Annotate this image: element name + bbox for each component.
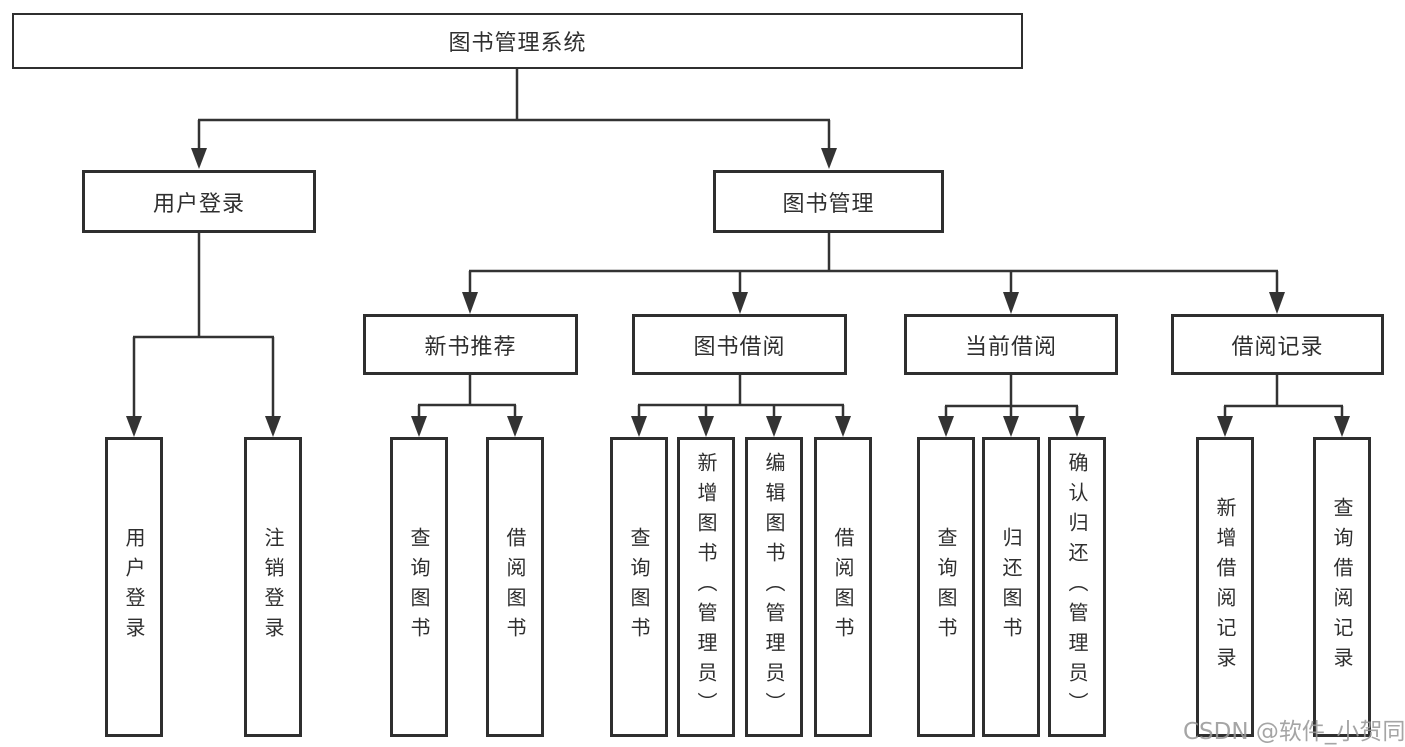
node-new-book-rec-label: 新书推荐 [424, 334, 517, 360]
leaf-bb-query-books-label: 查询图书 [627, 527, 651, 647]
leaf-logout-label: 注销登录 [261, 527, 285, 647]
connector-root-to-level2 [191, 68, 837, 169]
watermark: CSDN @软件_小贺同学 [1183, 719, 1405, 745]
leaf-cb-return-books-label: 归还图书 [999, 527, 1023, 647]
leaf-bb-add-books-admin-label: 新增图书（管理员） [694, 452, 718, 722]
leaf-bb-query-books: 查询图书 [610, 437, 668, 737]
node-book-mgmt: 图书管理 [713, 170, 944, 233]
arrowhead-down [265, 416, 281, 437]
arrowhead-down [631, 416, 647, 437]
leaf-bb-borrow-books: 借阅图书 [814, 437, 872, 737]
leaf-logout: 注销登录 [244, 437, 302, 737]
leaf-br-query-record-label: 查询借阅记录 [1330, 497, 1354, 677]
leaf-cb-confirm-return-admin-label: 确认归还（管理员） [1065, 452, 1089, 722]
leaf-br-add-record: 新增借阅记录 [1196, 437, 1254, 737]
node-root: 图书管理系统 [12, 13, 1023, 69]
arrowhead-down [938, 416, 954, 437]
arrowhead-down [698, 416, 714, 437]
arrowhead-down [835, 416, 851, 437]
node-book-borrow: 图书借阅 [632, 314, 847, 375]
connector-book-mgmt-to-level3 [462, 232, 1285, 314]
arrowhead-down [766, 416, 782, 437]
arrowhead-down [411, 416, 427, 437]
node-user-login: 用户登录 [82, 170, 316, 233]
leaf-bb-borrow-books-label: 借阅图书 [831, 527, 855, 647]
leaf-bb-add-books-admin: 新增图书（管理员） [677, 437, 735, 737]
arrowhead-down [1003, 416, 1019, 437]
arrowhead-down [1003, 292, 1019, 314]
leaf-user-login-label: 用户登录 [122, 527, 146, 647]
leaf-nbr-query-books-label: 查询图书 [407, 527, 431, 647]
node-user-login-label: 用户登录 [152, 191, 245, 217]
leaf-nbr-borrow-books-label: 借阅图书 [503, 527, 527, 647]
connector-user-login-to-leaves [126, 232, 281, 437]
leaf-bb-edit-books-admin-label: 编辑图书（管理员） [762, 452, 786, 722]
leaf-br-query-record: 查询借阅记录 [1313, 437, 1371, 737]
leaf-nbr-borrow-books: 借阅图书 [486, 437, 544, 737]
arrowhead-down [191, 148, 207, 169]
node-new-book-rec: 新书推荐 [363, 314, 578, 375]
arrowhead-down [126, 416, 142, 437]
leaf-nbr-query-books: 查询图书 [390, 437, 448, 737]
arrowhead-down [1069, 416, 1085, 437]
leaf-br-add-record-label: 新增借阅记录 [1213, 497, 1237, 677]
leaf-cb-query-books-label: 查询图书 [934, 527, 958, 647]
arrowhead-down [462, 292, 478, 314]
arrowhead-down [1217, 416, 1233, 437]
arrowhead-down [1269, 292, 1285, 314]
leaf-user-login: 用户登录 [105, 437, 163, 737]
connector-book-borrow-to-leaves [631, 375, 851, 437]
node-book-borrow-label: 图书借阅 [693, 334, 786, 360]
node-current-borrow: 当前借阅 [904, 314, 1118, 375]
arrowhead-down [821, 148, 837, 169]
node-current-borrow-label: 当前借阅 [964, 334, 1057, 360]
node-root-label: 图书管理系统 [448, 31, 587, 56]
connector-borrow-records-to-leaves [1217, 375, 1350, 437]
connector-new-book-rec-to-leaves [411, 375, 523, 437]
node-borrow-records: 借阅记录 [1171, 314, 1384, 375]
arrowhead-down [732, 292, 748, 314]
leaf-bb-edit-books-admin: 编辑图书（管理员） [745, 437, 803, 737]
node-book-mgmt-label: 图书管理 [782, 191, 875, 217]
node-borrow-records-label: 借阅记录 [1231, 334, 1324, 360]
arrowhead-down [1334, 416, 1350, 437]
connector-current-borrow-to-leaves [938, 375, 1085, 437]
leaf-cb-return-books: 归还图书 [982, 437, 1040, 737]
leaf-cb-query-books: 查询图书 [917, 437, 975, 737]
leaf-cb-confirm-return-admin: 确认归还（管理员） [1048, 437, 1106, 737]
arrowhead-down [507, 416, 523, 437]
